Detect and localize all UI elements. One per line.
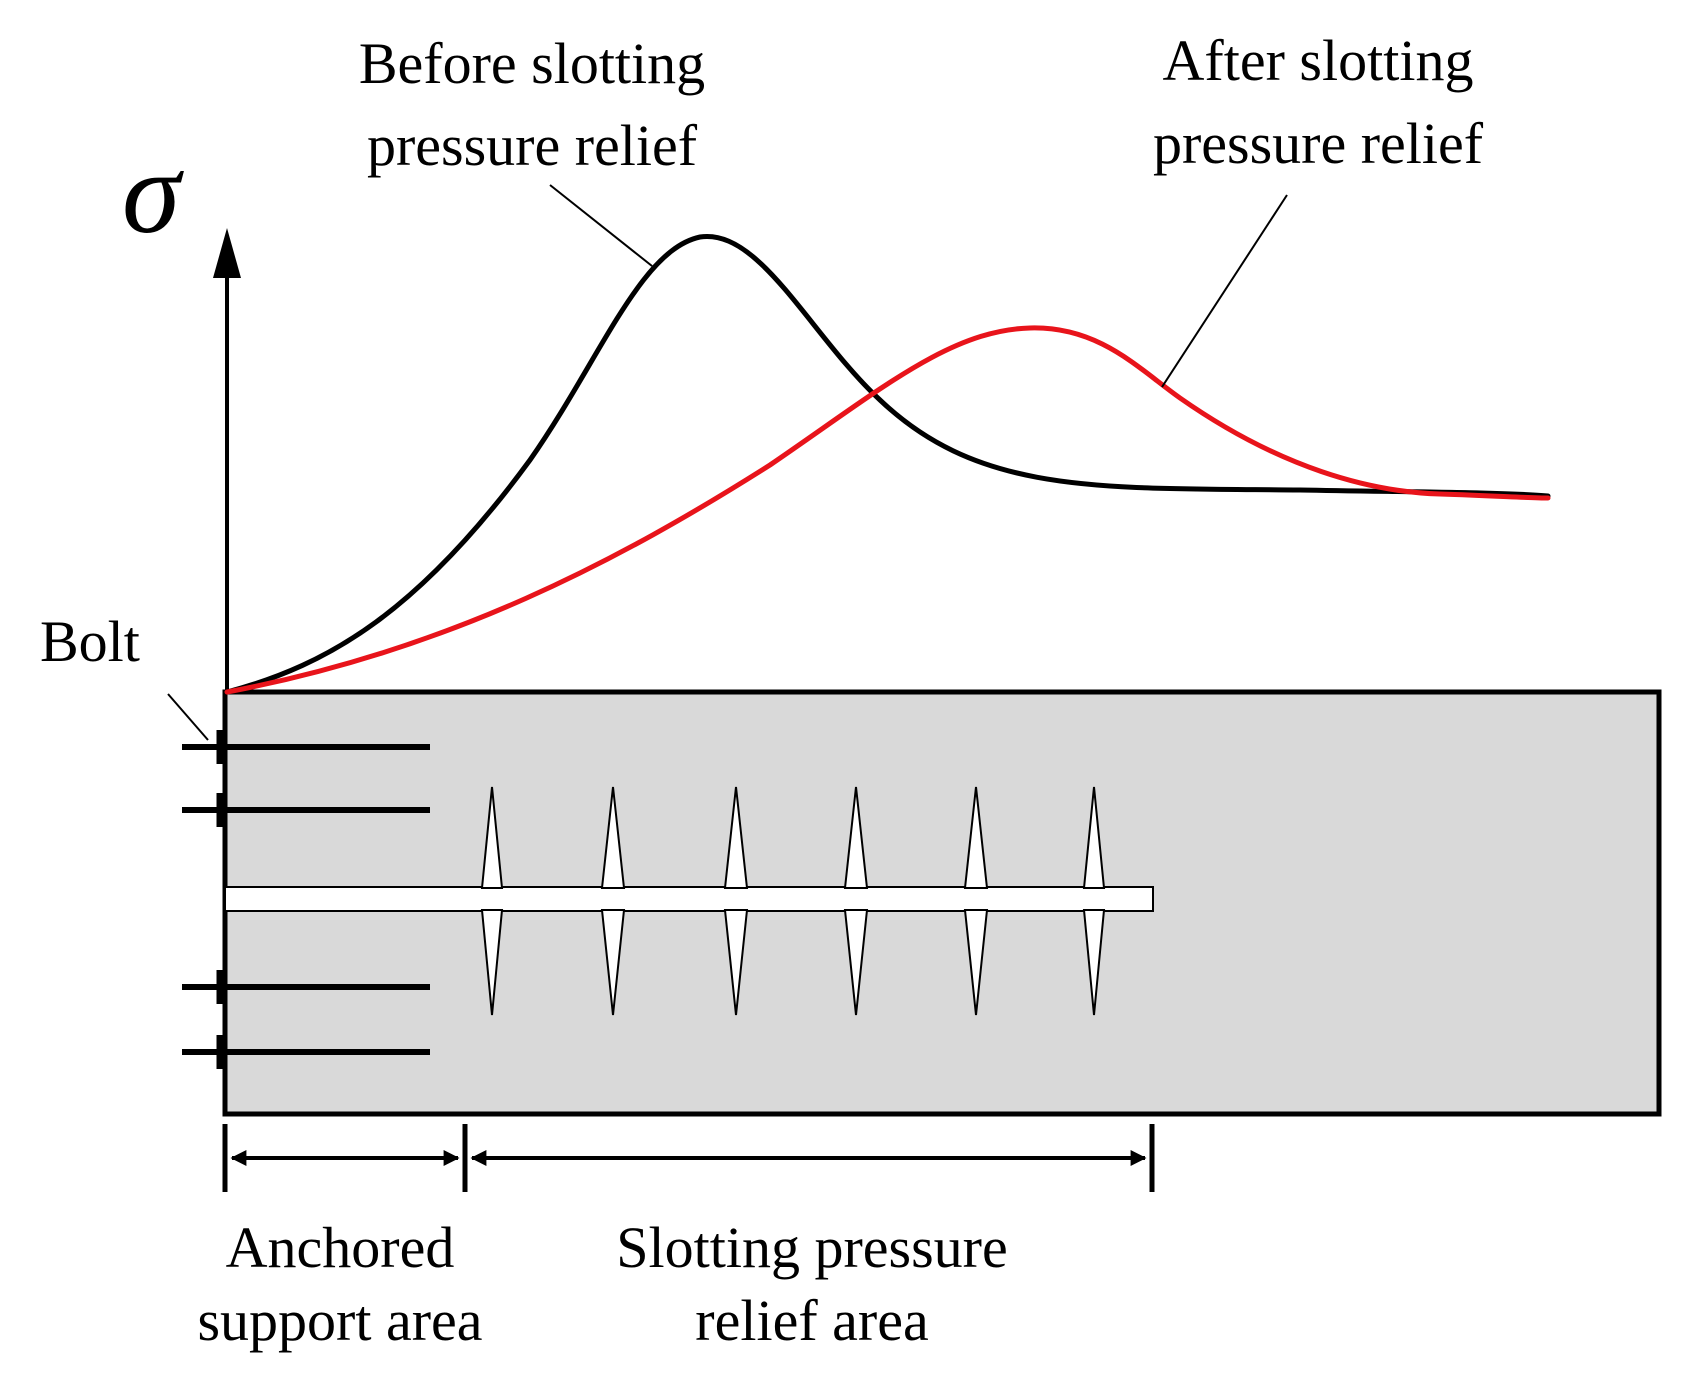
after-slotting-label-line2: pressure relief bbox=[1153, 111, 1484, 176]
fracture-spike-down bbox=[843, 909, 869, 1016]
fracture-spikes bbox=[480, 786, 1106, 1016]
before-label-leader bbox=[549, 184, 653, 267]
fracture-spike-up bbox=[843, 786, 869, 889]
fracture-spike-up bbox=[723, 786, 749, 889]
bolt-leader-line bbox=[167, 693, 209, 741]
curve-before-slotting bbox=[224, 234, 1551, 695]
fracture-spike-down bbox=[723, 909, 749, 1016]
stress-axis-symbol: σ bbox=[122, 127, 184, 258]
fracture-spike-down bbox=[480, 909, 504, 1016]
bolt-label: Bolt bbox=[40, 609, 140, 674]
anchored-area-label-line2: support area bbox=[197, 1288, 482, 1353]
fracture-spike-up bbox=[600, 786, 626, 889]
stress-axis-arrowhead bbox=[213, 228, 241, 278]
after-slotting-label-line1: After slotting bbox=[1163, 28, 1474, 93]
before-slotting-label-line2: pressure relief bbox=[367, 113, 698, 178]
slotting-area-label-line2: relief area bbox=[695, 1288, 928, 1353]
fracture-spike-down bbox=[963, 909, 989, 1016]
anchored-area-label-line1: Anchored bbox=[226, 1215, 455, 1280]
bolts bbox=[182, 730, 430, 1069]
curve-after-slotting bbox=[224, 325, 1551, 695]
fracture-spike-up bbox=[1082, 786, 1106, 889]
relief-slot bbox=[224, 886, 1154, 912]
fracture-spike-up bbox=[963, 786, 989, 889]
after-label-leader bbox=[1161, 194, 1288, 388]
fracture-spike-down bbox=[1082, 909, 1106, 1016]
fracture-spike-up bbox=[480, 786, 504, 889]
dimension-lines bbox=[222, 1124, 1155, 1192]
before-slotting-label-line1: Before slotting bbox=[359, 31, 705, 96]
slotting-area-label-line1: Slotting pressure bbox=[616, 1215, 1007, 1280]
fracture-spike-down bbox=[600, 909, 626, 1016]
